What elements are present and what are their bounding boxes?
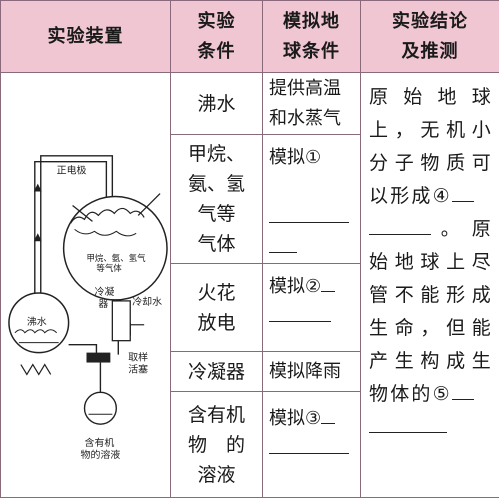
apparatus-cell: 正电极 甲烷、氨、氢气 等气体 沸水 冷凝 器 冷却水 取样 活塞 含有机 物的… bbox=[1, 73, 171, 498]
sim-condenser: 模拟降雨 bbox=[263, 352, 361, 392]
miller-apparatus-diagram: 正电极 甲烷、氨、氢气 等气体 沸水 冷凝 器 冷却水 取样 活塞 含有机 物的… bbox=[1, 73, 170, 497]
header-condition: 实验条件 bbox=[171, 1, 263, 73]
sim-boiling: 提供高温和水蒸气 bbox=[263, 73, 361, 135]
condenser bbox=[112, 301, 130, 341]
label-gas: 甲烷、氨、氢气 bbox=[86, 253, 146, 263]
row-boiling: 正电极 甲烷、氨、氢气 等气体 沸水 冷凝 器 冷却水 取样 活塞 含有机 物的… bbox=[1, 73, 499, 135]
sim-gas: 模拟① bbox=[263, 135, 361, 264]
sample-valve bbox=[86, 353, 110, 363]
label-boiling: 沸水 bbox=[27, 315, 47, 328]
blank-5b bbox=[369, 432, 447, 433]
label-sample-valve: 取样 bbox=[128, 351, 148, 364]
conclusion-cell: 原始地球上，无机小分子物质可以形成④。原始地球上尽管不能形成生命，但能产生构成生… bbox=[361, 73, 499, 498]
cond-condenser: 冷凝器 bbox=[171, 352, 263, 392]
svg-text:器: 器 bbox=[98, 298, 108, 310]
header-conclusion: 实验结论及推测 bbox=[361, 1, 499, 73]
cond-spark: 火花放电 bbox=[171, 264, 263, 352]
svg-text:活塞: 活塞 bbox=[128, 362, 148, 375]
svg-text:物的溶液: 物的溶液 bbox=[81, 448, 121, 461]
header-row: 实验装置 实验条件 模拟地球条件 实验结论及推测 bbox=[1, 1, 499, 73]
cond-gas: 甲烷、氨、氢气等气体 bbox=[171, 135, 263, 264]
sim-solution: 模拟③ bbox=[263, 392, 361, 498]
label-solution: 含有机 bbox=[85, 436, 115, 449]
label-condenser: 冷凝 bbox=[94, 285, 114, 298]
label-cooling-water: 冷却水 bbox=[132, 295, 162, 308]
header-simulation: 模拟地球条件 bbox=[263, 1, 361, 73]
cond-boiling: 沸水 bbox=[171, 73, 263, 135]
svg-text:等气体: 等气体 bbox=[96, 263, 122, 273]
blank-4b bbox=[369, 234, 431, 235]
cond-solution: 含有机物 的溶液 bbox=[171, 392, 263, 498]
header-apparatus: 实验装置 bbox=[1, 1, 171, 73]
sim-spark: 模拟② bbox=[263, 264, 361, 352]
label-electrode: 正电极 bbox=[57, 164, 87, 177]
blank-5a bbox=[452, 399, 474, 400]
flame-icon bbox=[21, 365, 51, 375]
blank-4a bbox=[452, 201, 474, 202]
solution-flask bbox=[85, 392, 117, 424]
